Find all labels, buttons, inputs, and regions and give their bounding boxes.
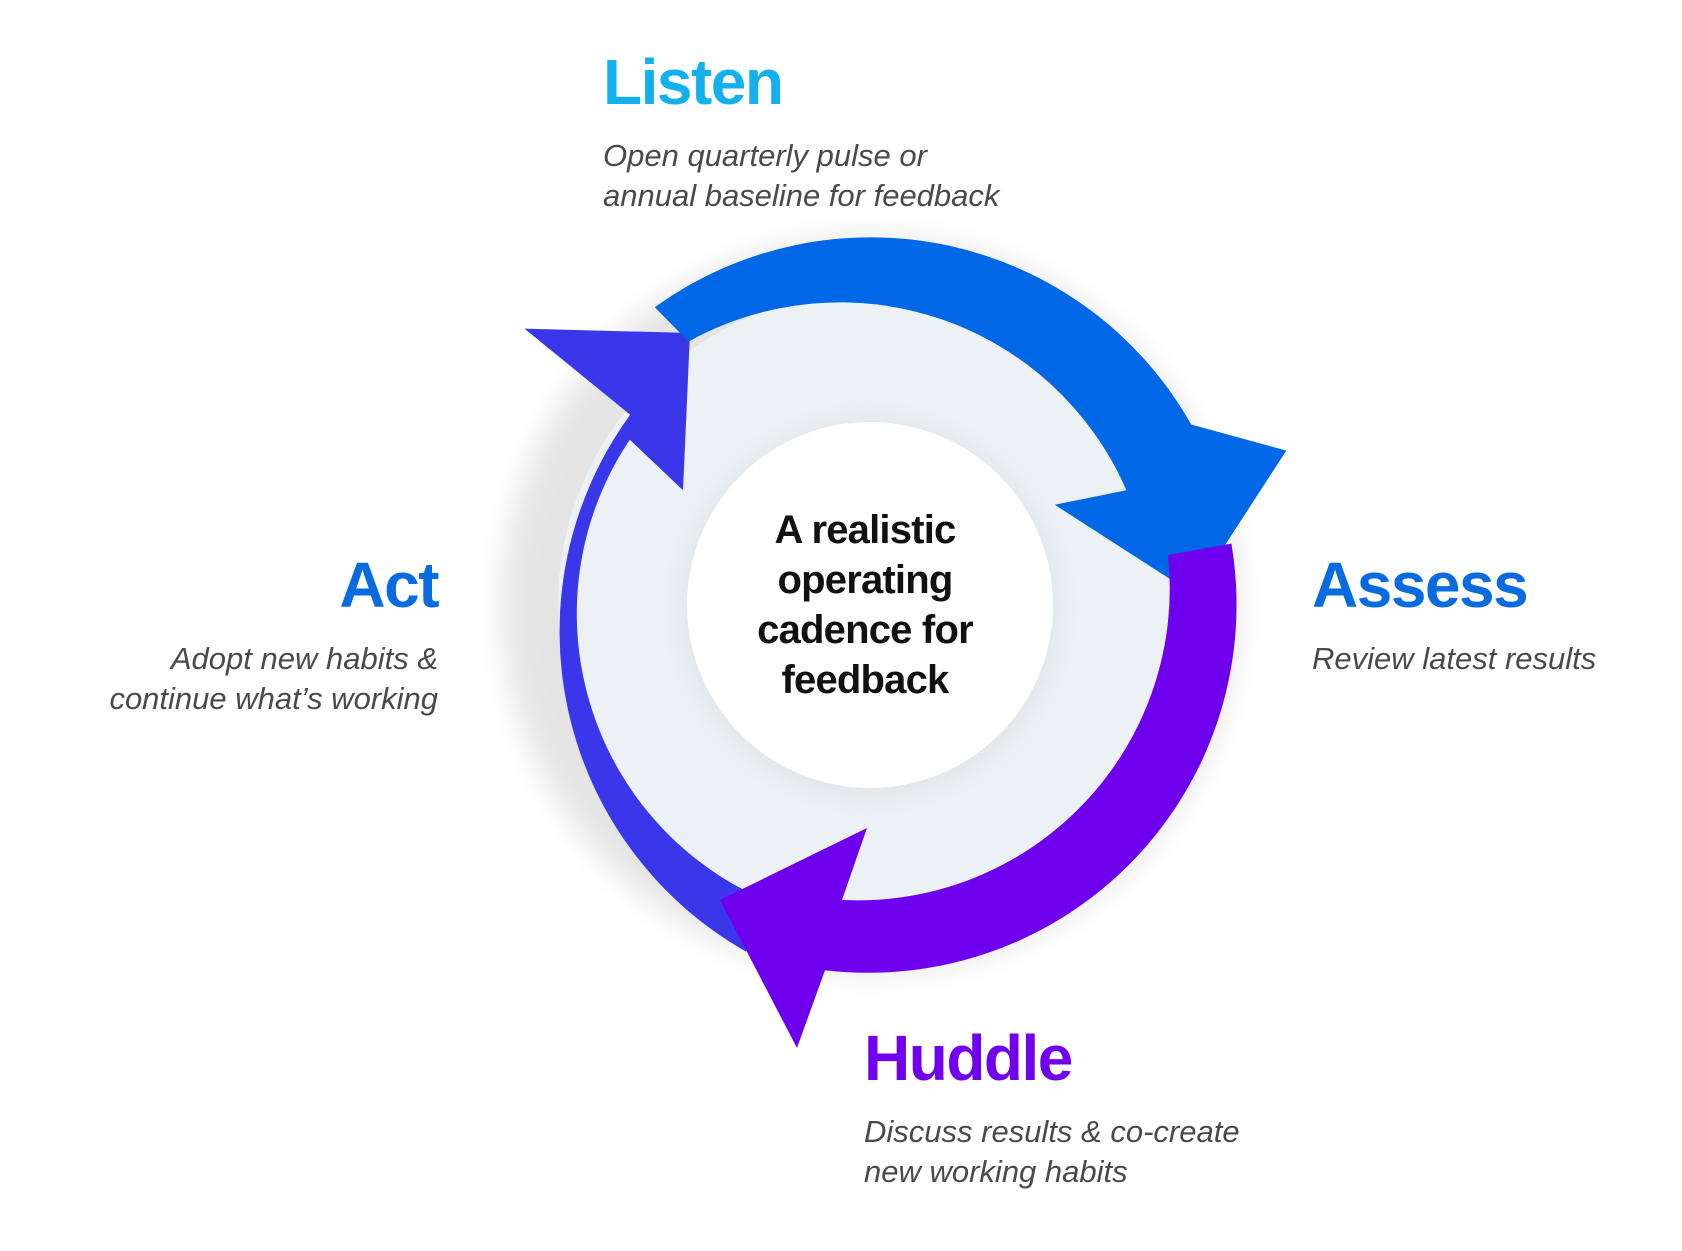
stage-act-title: Act [339, 549, 439, 621]
stage-assess-description-line: Review latest results [1312, 641, 1597, 676]
arrow-listen-to-assess [654, 237, 1287, 594]
stage-act: Act Adopt new habits & continue what’s w… [109, 549, 439, 719]
stage-listen-description-line: Open quarterly pulse or [603, 138, 927, 173]
center-label-line: feedback [781, 658, 949, 702]
stage-huddle-description: Discuss results & co-create new working … [864, 1112, 1240, 1192]
stage-assess: Assess Review latest results [1312, 553, 1596, 679]
stage-listen-description: Open quarterly pulse or annual baseline … [603, 136, 999, 216]
stage-huddle-description-line: Discuss results & co-create [864, 1114, 1240, 1149]
stage-huddle-title: Huddle [864, 1022, 1073, 1094]
center-label-line: operating [777, 558, 953, 602]
stage-listen: Listen Open quarterly pulse or annual ba… [603, 50, 999, 216]
stage-listen-title: Listen [603, 46, 784, 118]
stage-assess-title: Assess [1312, 549, 1529, 621]
center-label-line: A realistic [774, 508, 957, 552]
center-label-line: cadence for [757, 608, 974, 652]
stage-act-description: Adopt new habits & continue what’s worki… [109, 639, 438, 719]
stage-huddle: Huddle Discuss results & co-create new w… [864, 1026, 1240, 1192]
stage-listen-description-line: annual baseline for feedback [603, 178, 1000, 213]
arrow-assess-to-huddle [720, 543, 1237, 1048]
stage-assess-description: Review latest results [1312, 639, 1596, 679]
stage-huddle-description-line: new working habits [864, 1154, 1128, 1189]
stage-act-description-line: Adopt new habits & [170, 641, 438, 676]
center-label: A realistic operating cadence for feedba… [695, 505, 1035, 705]
arrow-act-to-listen [524, 328, 771, 952]
stage-act-description-line: continue what’s working [109, 681, 438, 716]
center-disc [687, 422, 1053, 788]
